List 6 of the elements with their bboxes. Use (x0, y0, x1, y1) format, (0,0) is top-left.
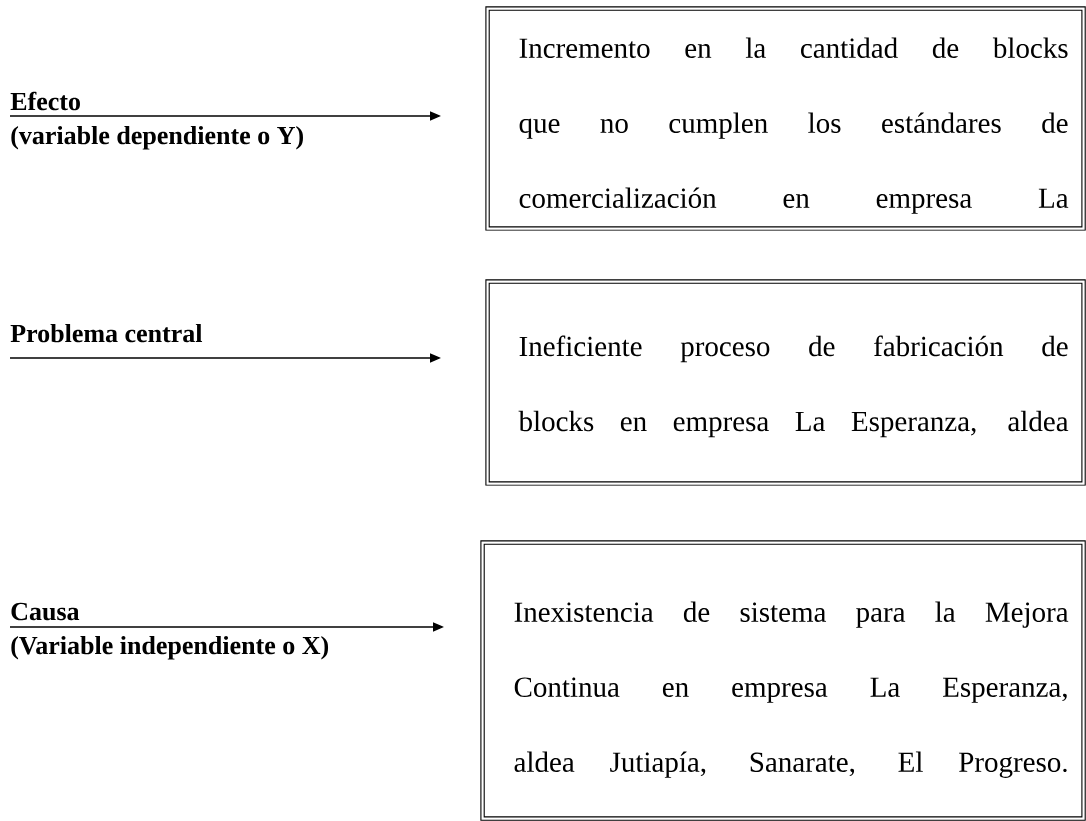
variable-label: Causa (Variable independiente o X) (11, 602, 329, 660)
variable-label: Problema central (10, 323, 203, 343)
text-box: Incremento en la cantidad de blocks que no cumplen los estándares de comercialización en empresa La (485, 6, 1086, 231)
text-box: Ineficiente proceso de fabricación de blocks en empresa La Esperanza, aldea (485, 279, 1086, 486)
text-box: Inexistencia de sistema para la Mejora Continua en empresa La Esperanza, aldea Jutiapía, Sanarate, El Progreso. (480, 540, 1086, 821)
variable-label: Efecto (variable dependiente o Y) (10, 91, 303, 150)
